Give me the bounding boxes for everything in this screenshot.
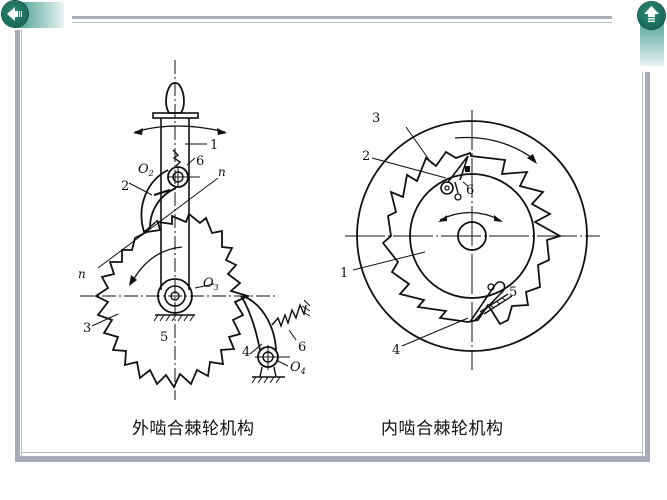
home-button-circle: [638, 2, 665, 29]
label-2: 2: [362, 149, 370, 164]
top-border-rule-inner: [72, 22, 612, 23]
back-button[interactable]: [0, 0, 66, 30]
label-3: 3: [372, 111, 380, 126]
right-border-rule-inner: [642, 72, 643, 458]
label-5: 5: [160, 330, 168, 345]
label-n-lower: n: [78, 267, 86, 281]
label-o4: O4: [290, 360, 306, 376]
label-2: 2: [121, 179, 129, 194]
label-1: 1: [340, 266, 348, 281]
caption-internal-ratchet: 内啮合棘轮机构: [381, 419, 504, 439]
home-button[interactable]: [638, 2, 666, 66]
label-1: 1: [210, 138, 218, 153]
label-6: 6: [466, 183, 474, 198]
top-border-rule: [72, 16, 612, 19]
label-6-top: 6: [196, 154, 204, 169]
up-arrow-icon: [644, 6, 659, 22]
label-3: 3: [83, 321, 91, 336]
external-labels: 1 O2 6 n 2 n O3 3 5 4 6 O4: [78, 138, 306, 376]
right-border-rule: [645, 72, 650, 462]
label-5: 5: [509, 285, 517, 300]
left-arrow-icon: [7, 7, 22, 21]
internal-ratchet-diagram: [345, 110, 600, 370]
internal-labels: 3 2 6 1 5 4: [340, 111, 517, 358]
label-n-upper: n: [218, 165, 226, 179]
label-o3: O3: [203, 276, 219, 292]
caption-external-ratchet: 外啮合棘轮机构: [132, 419, 255, 439]
back-button-circle: [2, 1, 28, 27]
bottom-border-rule-inner: [21, 452, 643, 453]
left-border-rule-inner: [21, 30, 22, 458]
left-border-rule: [15, 30, 20, 462]
label-o2: O2: [138, 162, 154, 178]
label-6-spring: 6: [298, 340, 306, 355]
label-4: 4: [392, 343, 400, 358]
bottom-border-rule: [15, 456, 650, 462]
label-4: 4: [242, 345, 250, 360]
external-ratchet-diagram: [80, 60, 311, 400]
